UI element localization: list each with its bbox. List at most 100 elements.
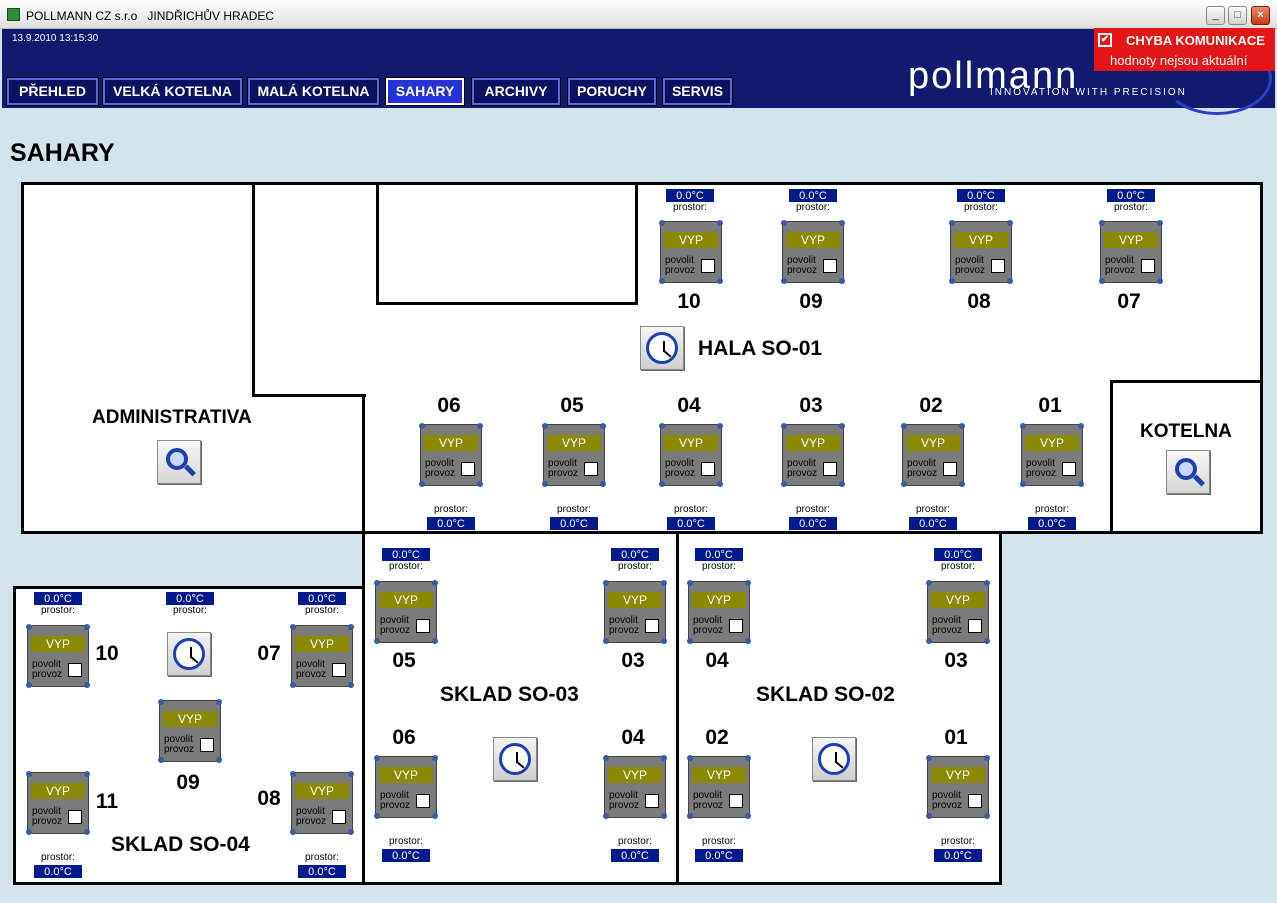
hala-unit-06-temperature: 0.0°C (426, 516, 476, 531)
povolit-provoz-checkbox[interactable] (645, 794, 659, 808)
povolit-provoz-checkbox[interactable] (823, 259, 837, 273)
povolit-provoz-checkbox[interactable] (968, 619, 982, 633)
alarm-check-icon[interactable]: ✔ (1098, 33, 1112, 47)
povolit-provoz-checkbox[interactable] (416, 794, 430, 808)
sklad04-unit-07-temperature: 0.0°C (297, 591, 347, 606)
unit-corner (419, 423, 425, 429)
unit-status: VYP (931, 767, 985, 783)
povolit-provoz-checkbox[interactable] (701, 259, 715, 273)
unit-status: VYP (379, 592, 433, 608)
tab-velka-kotelna[interactable]: VELKÁ KOTELNA (102, 77, 243, 106)
hala-unit-07-temperature: 0.0°C (1106, 188, 1156, 203)
povolit-provoz-checkbox[interactable] (729, 619, 743, 633)
app-header: 13.9.2010 13:15:30 PŘEHLED VELKÁ KOTELNA… (2, 29, 1275, 115)
povolit-provoz-checkbox[interactable] (461, 462, 475, 476)
hala-unit-02-number: 02 (919, 394, 943, 417)
unit-corner (984, 580, 990, 586)
unit-corner (603, 580, 609, 586)
sklad04-unit-11-prostor-label: prostor: (41, 852, 75, 863)
povolit-provoz-checkbox[interactable] (823, 462, 837, 476)
unit-corner (1007, 278, 1013, 284)
tab-prehled[interactable]: PŘEHLED (6, 77, 99, 106)
unit-corner (661, 813, 667, 819)
unit-corner (432, 638, 438, 644)
unit-corner (959, 481, 965, 487)
tab-archivy[interactable]: ARCHIVY (471, 77, 561, 106)
povolit-provoz-checkbox[interactable] (701, 462, 715, 476)
tab-mala-kotelna[interactable]: MALÁ KOTELNA (247, 77, 380, 106)
sklad02-clock-icon[interactable] (812, 737, 856, 781)
unit-corner (1078, 423, 1084, 429)
minimize-button[interactable]: _ (1206, 6, 1225, 25)
unit-status: VYP (692, 767, 746, 783)
unit-corner (158, 757, 164, 763)
unit-corner (603, 813, 609, 819)
sklad04-clock-icon[interactable] (167, 632, 211, 676)
unit-corner (717, 278, 723, 284)
sklad03-clock-icon[interactable] (493, 737, 537, 781)
povolit-provoz-checkbox[interactable] (1141, 259, 1155, 273)
maximize-button[interactable]: □ (1228, 6, 1247, 25)
unit-corner (745, 813, 751, 819)
povolit-provoz-checkbox[interactable] (332, 663, 346, 677)
povolit-provoz-checkbox[interactable] (1062, 462, 1076, 476)
hala-unit-06-number: 06 (437, 394, 461, 417)
sklad02-unit-03-temperature: 0.0°C (933, 547, 983, 562)
hala-unit-04-prostor-label: prostor: (674, 504, 708, 515)
povolit-provoz-checkbox[interactable] (332, 810, 346, 824)
communication-alarm[interactable]: ✔ CHYBA KOMUNIKACE hodnoty nejsou aktuál… (1094, 28, 1275, 71)
povolit-provoz-checkbox[interactable] (943, 462, 957, 476)
unit-corner (158, 699, 164, 705)
povolit-provoz-checkbox[interactable] (645, 619, 659, 633)
sklad03-unit-03-number: 03 (621, 649, 645, 672)
app-icon (7, 8, 20, 21)
povolit-provoz-checkbox[interactable] (416, 619, 430, 633)
close-button[interactable]: × (1251, 6, 1270, 25)
unit-status: VYP (692, 592, 746, 608)
unit-corner (26, 771, 32, 777)
povolit-provoz-checkbox[interactable] (729, 794, 743, 808)
hala-unit-06-prostor-label: prostor: (434, 504, 468, 515)
hala-clock-icon[interactable] (640, 326, 684, 370)
sklad03-unit-03-prostor-label: prostor: (618, 561, 652, 572)
tab-poruchy[interactable]: PORUCHY (567, 77, 657, 106)
povolit-provoz-checkbox[interactable] (68, 810, 82, 824)
administrativa-search-icon[interactable] (157, 440, 201, 484)
unit-corner (745, 580, 751, 586)
povolit-provoz-checkbox[interactable] (68, 663, 82, 677)
povolit-provoz-checkbox[interactable] (968, 794, 982, 808)
povolit-provoz-checkbox[interactable] (200, 738, 214, 752)
povolit-provoz-checkbox[interactable] (584, 462, 598, 476)
tab-servis[interactable]: SERVIS (662, 77, 733, 106)
povolit-provoz-checkbox[interactable] (991, 259, 1005, 273)
kotelna-search-icon[interactable] (1166, 450, 1210, 494)
unit-corner (687, 638, 693, 644)
tab-sahary[interactable]: SAHARY (385, 77, 465, 106)
